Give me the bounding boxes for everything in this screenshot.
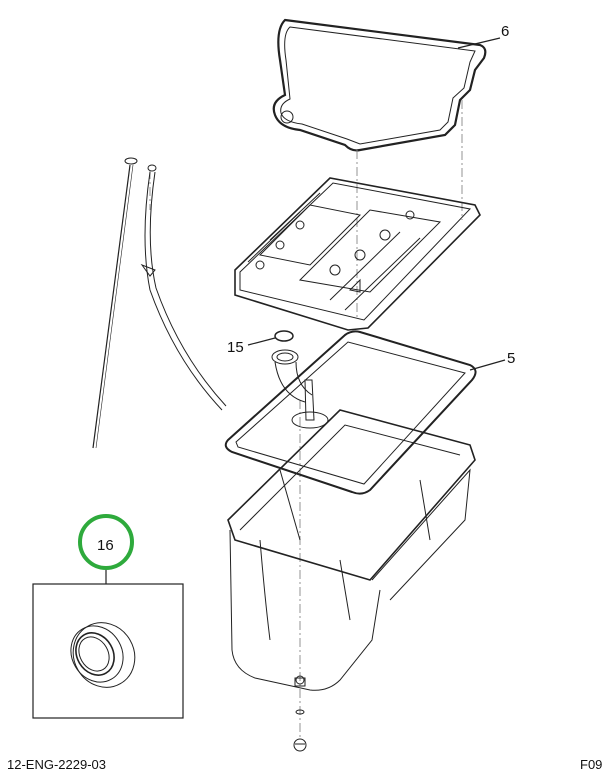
windage-tray — [234, 177, 481, 331]
callout-5[interactable]: 5 — [507, 350, 516, 367]
drain-plug-parts — [293, 677, 307, 752]
callout-16[interactable]: 16 — [97, 537, 114, 554]
figure-code: F09 — [580, 757, 603, 772]
dipstick-tube — [140, 164, 227, 411]
dipstick — [92, 157, 138, 449]
oil-pickup-tube — [271, 349, 329, 429]
oil-pan — [227, 409, 476, 691]
seal-inset-box — [32, 583, 184, 719]
callout-6[interactable]: 6 — [501, 23, 510, 40]
crankshaft-seal — [70, 622, 136, 688]
upper-gasket — [272, 18, 487, 152]
lower-gasket — [224, 330, 477, 495]
drawing-id: 12-ENG-2229-03 — [7, 757, 106, 772]
o-ring — [274, 330, 294, 342]
callout-15[interactable]: 15 — [227, 339, 244, 356]
highlight-circle — [78, 514, 134, 570]
